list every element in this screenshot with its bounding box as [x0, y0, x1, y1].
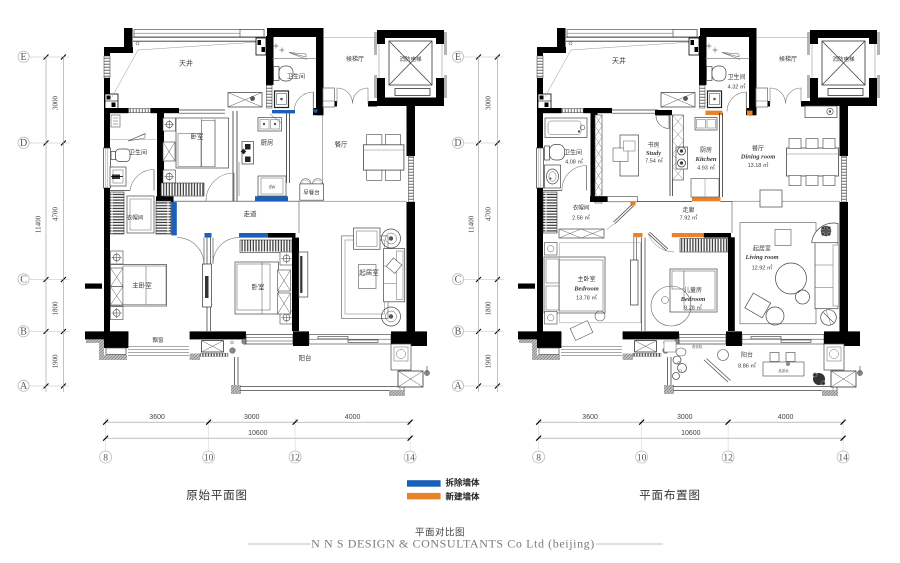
- svg-text:8: 8: [536, 454, 541, 464]
- svg-text:12: 12: [290, 454, 300, 464]
- svg-text:A: A: [20, 381, 28, 392]
- svg-text:4.93 ㎡: 4.93 ㎡: [697, 164, 715, 172]
- svg-text:消防电梯: 消防电梯: [399, 55, 422, 63]
- svg-text:N N S DESIGN & CONSULTANTS Co: N N S DESIGN & CONSULTANTS Co Ltd (beiji…: [311, 537, 595, 551]
- svg-text:早餐台: 早餐台: [303, 189, 320, 197]
- svg-text:卧室: 卧室: [191, 132, 205, 141]
- svg-text:8.86 ㎡: 8.86 ㎡: [738, 362, 756, 370]
- svg-text:14: 14: [405, 454, 415, 464]
- svg-text:13.18 ㎡: 13.18 ㎡: [748, 161, 769, 169]
- svg-text:12: 12: [723, 454, 733, 464]
- svg-text:厨房: 厨房: [261, 138, 274, 147]
- svg-text:E: E: [21, 52, 27, 63]
- svg-text:厨房: 厨房: [700, 146, 712, 154]
- svg-text:1900: 1900: [52, 354, 60, 369]
- svg-text:起居室: 起居室: [359, 268, 379, 277]
- svg-text:阳台: 阳台: [299, 353, 312, 362]
- svg-text:D: D: [20, 138, 27, 149]
- svg-text:7.54 ㎡: 7.54 ㎡: [645, 157, 663, 165]
- svg-text:平面对比图: 平面对比图: [415, 527, 465, 539]
- svg-text:4.08 ㎡: 4.08 ㎡: [565, 158, 583, 166]
- svg-text:4.32 ㎡: 4.32 ㎡: [728, 83, 746, 91]
- svg-text:7.92 ㎡: 7.92 ㎡: [680, 214, 698, 222]
- svg-text:4700: 4700: [485, 207, 493, 222]
- svg-text:2.56 ㎡: 2.56 ㎡: [572, 214, 590, 222]
- svg-text:拆除墙体: 拆除墙体: [446, 478, 481, 488]
- svg-text:天井: 天井: [612, 56, 626, 65]
- svg-text:C: C: [20, 275, 27, 286]
- svg-text:10: 10: [637, 454, 647, 464]
- svg-text:1800: 1800: [52, 301, 60, 316]
- svg-text:餐厅: 餐厅: [752, 145, 764, 153]
- svg-text:阳台: 阳台: [741, 351, 753, 359]
- svg-text:卫生间: 卫生间: [287, 73, 305, 81]
- svg-text:dw: dw: [269, 185, 276, 191]
- svg-text:衣帽间: 衣帽间: [573, 204, 590, 212]
- svg-text:14: 14: [838, 454, 848, 464]
- svg-text:走廊: 走廊: [682, 206, 694, 214]
- svg-text:品茶台: 品茶台: [778, 368, 789, 373]
- svg-text:书房: 书房: [647, 141, 659, 149]
- svg-text:1900: 1900: [485, 354, 493, 369]
- svg-text:Bedroom: Bedroom: [573, 286, 599, 293]
- svg-text:10600: 10600: [681, 430, 701, 437]
- svg-text:走道: 走道: [244, 209, 258, 218]
- svg-text:Kitchen: Kitchen: [695, 156, 717, 163]
- svg-text:8: 8: [103, 454, 108, 464]
- svg-text:起居室: 起居室: [753, 245, 771, 253]
- svg-text:4000: 4000: [778, 414, 794, 421]
- svg-text:10600: 10600: [248, 430, 268, 437]
- svg-text:C: C: [455, 275, 462, 286]
- svg-text:Bedroom: Bedroom: [680, 296, 706, 303]
- svg-text:Dining room: Dining room: [740, 154, 776, 161]
- svg-text:B: B: [455, 327, 462, 338]
- svg-text:3600: 3600: [149, 414, 165, 421]
- svg-text:11400: 11400: [35, 215, 43, 233]
- svg-text:Living room: Living room: [744, 254, 778, 261]
- svg-text:卫生间: 卫生间: [727, 73, 745, 81]
- svg-text:E: E: [455, 52, 461, 63]
- svg-text:13.78 ㎡: 13.78 ㎡: [576, 294, 597, 302]
- svg-text:主卧室: 主卧室: [132, 281, 152, 290]
- svg-text:4700: 4700: [52, 207, 60, 222]
- svg-text:新建墙体: 新建墙体: [446, 491, 481, 501]
- svg-text:原始平面图: 原始平面图: [186, 488, 248, 502]
- svg-text:平面布置图: 平面布置图: [639, 489, 701, 502]
- svg-text:9.28 ㎡: 9.28 ㎡: [684, 304, 702, 312]
- svg-text:4000: 4000: [345, 414, 361, 421]
- svg-text:主卧室: 主卧室: [577, 275, 595, 283]
- svg-text:洗衣机: 洗衣机: [692, 344, 703, 349]
- svg-text:候梯厅: 候梯厅: [346, 55, 364, 63]
- svg-text:餐厅: 餐厅: [335, 140, 349, 149]
- svg-text:卫生间: 卫生间: [564, 149, 582, 157]
- svg-text:飘窗: 飘窗: [152, 336, 164, 344]
- svg-text:消防电梯: 消防电梯: [832, 55, 855, 63]
- svg-text:Study: Study: [646, 150, 661, 157]
- svg-text:3600: 3600: [582, 414, 598, 421]
- svg-text:衣帽间: 衣帽间: [127, 214, 144, 222]
- svg-text:10: 10: [204, 454, 214, 464]
- svg-text:天井: 天井: [179, 59, 193, 68]
- svg-text:卫生间: 卫生间: [129, 149, 147, 157]
- svg-text:11400: 11400: [468, 215, 476, 233]
- svg-text:12.92 ㎡: 12.92 ㎡: [752, 264, 773, 272]
- svg-text:3000: 3000: [244, 414, 260, 421]
- svg-text:3000: 3000: [677, 414, 693, 421]
- svg-text:3000: 3000: [52, 96, 60, 111]
- svg-text:候梯厅: 候梯厅: [779, 55, 797, 63]
- svg-text:B: B: [20, 327, 27, 338]
- svg-text:A: A: [454, 381, 462, 392]
- svg-text:D: D: [454, 138, 461, 149]
- svg-text:3000: 3000: [485, 96, 493, 111]
- svg-text:卧室: 卧室: [252, 282, 266, 291]
- svg-text:儿童房: 儿童房: [684, 286, 702, 294]
- svg-text:1800: 1800: [485, 301, 493, 316]
